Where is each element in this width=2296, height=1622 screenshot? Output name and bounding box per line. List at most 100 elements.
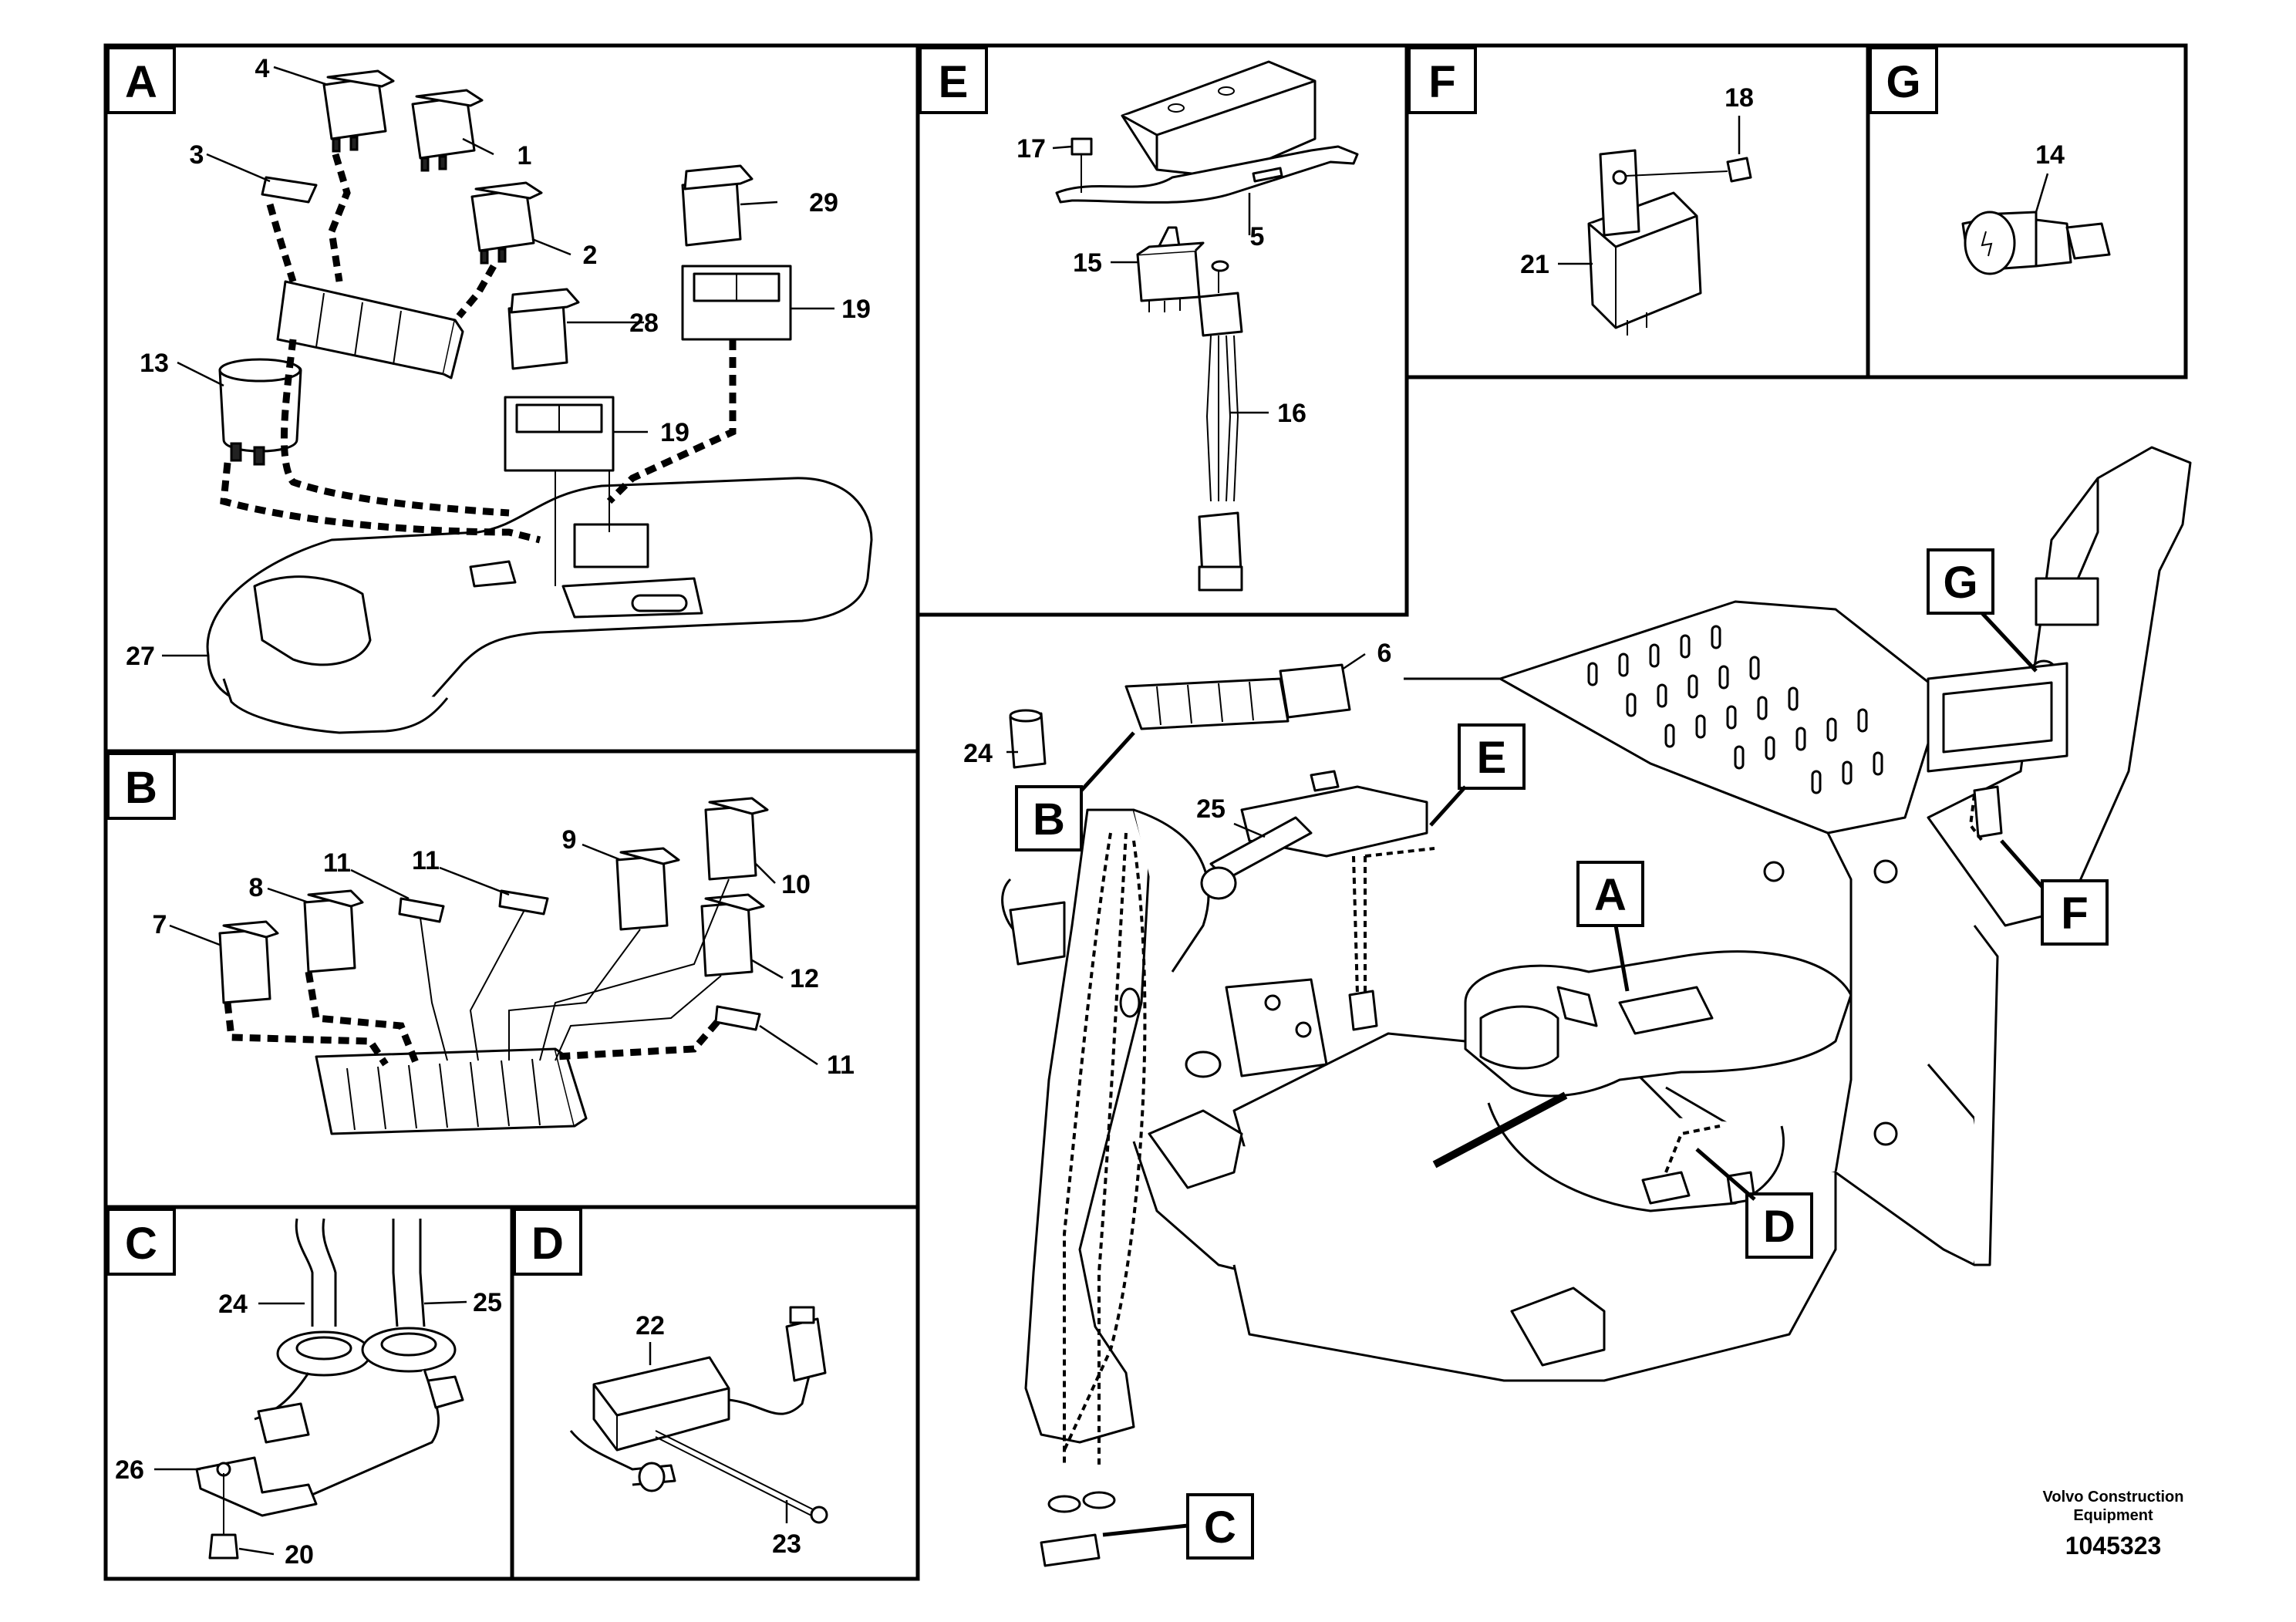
svg-text:E: E xyxy=(939,57,969,107)
panel-b-drawing xyxy=(218,797,769,1135)
blank-cover-11-b xyxy=(498,889,549,916)
svg-text:B: B xyxy=(1033,794,1065,845)
panel-d-leaders xyxy=(649,1342,788,1523)
bolt-17 xyxy=(1070,137,1093,156)
company-name-line2: Equipment xyxy=(2073,1507,2153,1524)
callout-24: 24 xyxy=(218,1290,248,1319)
overview-callouts: 6 24 25 xyxy=(963,639,1391,824)
panel-g-tag: G xyxy=(1869,46,1938,114)
panel-a-drawing xyxy=(206,69,873,734)
switch-16 xyxy=(1198,292,1243,337)
callout-27: 27 xyxy=(126,642,155,671)
switch-8 xyxy=(303,897,356,973)
callout-17: 17 xyxy=(1017,134,1046,164)
overview-tag-a: A xyxy=(1576,861,1644,992)
panel-g-callouts: 14 xyxy=(2035,140,2065,170)
panel-g-frame xyxy=(1866,43,2188,379)
callout-6: 6 xyxy=(1377,639,1392,668)
switch-9 xyxy=(615,855,669,931)
svg-text:C: C xyxy=(1204,1502,1236,1553)
svg-text:A: A xyxy=(125,57,157,107)
panel-d-tag: D xyxy=(513,1208,582,1276)
callout-8: 8 xyxy=(249,873,264,902)
callout-18: 18 xyxy=(1725,83,1754,113)
overview-drawing xyxy=(1001,446,2192,1567)
panel-b-tag: B xyxy=(106,752,176,820)
bolt-20 xyxy=(208,1533,239,1560)
grille-holes xyxy=(1587,625,1883,794)
panel-a-tag: A xyxy=(106,46,176,114)
panel-e-drawing xyxy=(1055,60,1359,592)
callout-28: 28 xyxy=(629,309,659,338)
svg-text:F: F xyxy=(2061,889,2088,939)
footer-credit: Volvo Construction Equipment 1045323 xyxy=(2043,1489,2184,1560)
switch-12 xyxy=(700,901,754,977)
svg-text:B: B xyxy=(125,763,157,813)
svg-text:D: D xyxy=(531,1219,564,1269)
callout-25-overview: 25 xyxy=(1196,794,1226,824)
panel-g-drawing xyxy=(1961,211,2111,275)
panel-f-tag: F xyxy=(1408,46,1477,114)
switch-7 xyxy=(218,928,271,1004)
panel-b-leaders xyxy=(169,843,818,1066)
panel-c-leaders xyxy=(154,1300,467,1556)
panel-e-callouts: 17 5 15 16 xyxy=(1017,134,1306,428)
callout-11-a: 11 xyxy=(323,848,351,878)
overview-tag-b: B xyxy=(1015,731,1135,851)
panel-f-drawing xyxy=(1587,149,1752,336)
switch-10 xyxy=(704,804,757,881)
callout-3: 3 xyxy=(190,140,204,170)
callout-26: 26 xyxy=(115,1455,144,1485)
callout-1: 1 xyxy=(518,141,532,170)
panel-e-leaders xyxy=(1052,145,1269,414)
svg-text:D: D xyxy=(1763,1202,1795,1252)
callout-5: 5 xyxy=(1250,222,1265,251)
company-name: Volvo Construction xyxy=(2043,1489,2184,1506)
svg-text:E: E xyxy=(1477,733,1507,783)
blank-cover-3 xyxy=(261,176,318,204)
callout-12: 12 xyxy=(790,964,819,993)
callout-29: 29 xyxy=(809,188,838,218)
svg-text:G: G xyxy=(1943,558,1977,608)
callout-7: 7 xyxy=(153,910,167,939)
callout-23: 23 xyxy=(772,1529,801,1559)
svg-text:A: A xyxy=(1594,870,1627,920)
blank-cover-11-a xyxy=(398,897,445,923)
callout-9: 9 xyxy=(562,825,577,855)
callout-4: 4 xyxy=(255,54,270,83)
callout-11-c: 11 xyxy=(827,1050,855,1080)
overview-leaders xyxy=(1006,653,1366,838)
panel-e-tag: E xyxy=(919,46,988,114)
svg-text:G: G xyxy=(1886,57,1920,107)
panel-d-callouts: 22 23 xyxy=(636,1311,801,1559)
panel-a-callouts: 4 1 3 2 29 28 19 13 19 27 xyxy=(126,54,871,671)
callout-22: 22 xyxy=(636,1311,665,1340)
callout-25: 25 xyxy=(473,1288,502,1317)
callout-10: 10 xyxy=(781,870,811,899)
blank-cover-11-c xyxy=(714,1005,761,1031)
panel-c-callouts: 24 25 26 20 xyxy=(115,1288,502,1570)
overview-tag-g: G xyxy=(1927,548,2038,673)
bracket-26 xyxy=(195,1456,318,1517)
overview-tag-e: E xyxy=(1429,723,1526,827)
callout-13: 13 xyxy=(140,349,169,378)
panel-a-leaders xyxy=(162,66,834,657)
overview-tag-d: D xyxy=(1695,1148,1813,1259)
svg-text:F: F xyxy=(1428,57,1455,107)
toggle-switch-15 xyxy=(1136,249,1201,302)
panel-g-leaders xyxy=(2035,173,2049,213)
svg-text:C: C xyxy=(125,1219,157,1269)
callout-19-mid: 19 xyxy=(660,418,689,447)
panel-f-leaders xyxy=(1558,116,1741,265)
callout-19-top: 19 xyxy=(841,295,871,324)
callout-2: 2 xyxy=(583,241,598,270)
overview-tag-f: F xyxy=(2000,839,2109,946)
overview-tag-c: C xyxy=(1102,1493,1254,1560)
drawing-number: 1045323 xyxy=(2065,1532,2162,1560)
callout-11-b: 11 xyxy=(412,846,440,875)
callout-21: 21 xyxy=(1520,250,1549,279)
panel-c-drawing xyxy=(195,1218,464,1560)
panel-b-callouts: 9 10 11 11 8 7 12 11 xyxy=(153,825,855,1080)
screw-18 xyxy=(1726,157,1752,183)
